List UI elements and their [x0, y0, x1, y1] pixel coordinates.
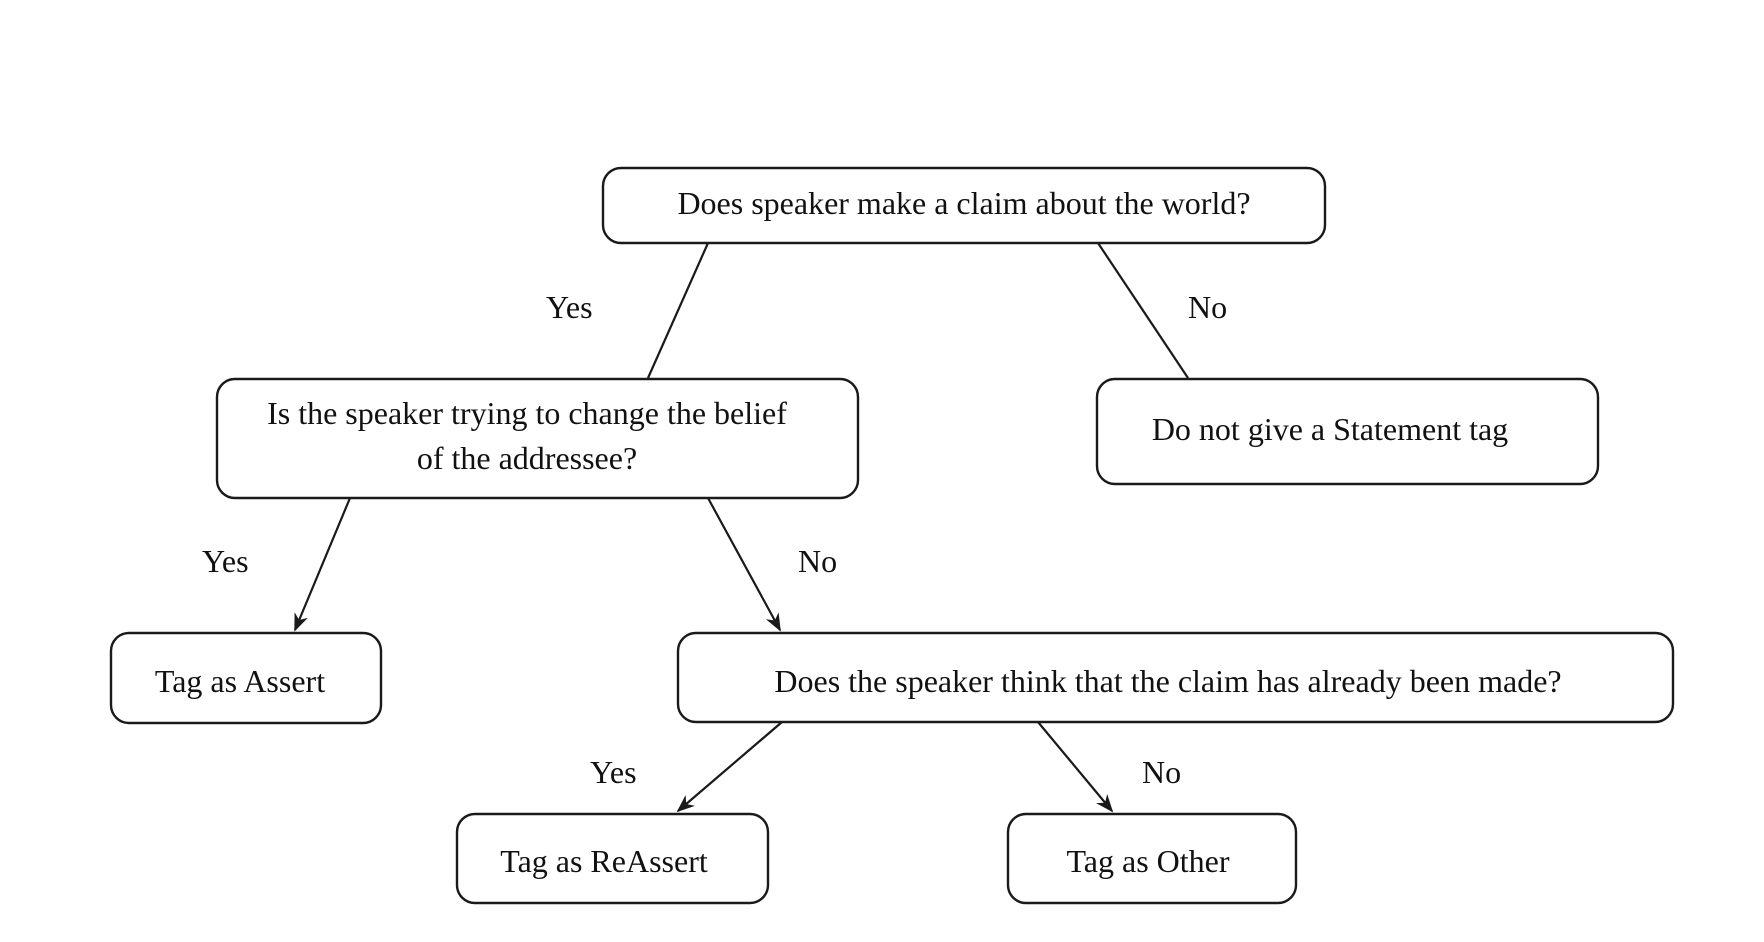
node-already-question: Does the speaker think that the claim ha…: [676, 631, 1675, 724]
edge-already-to-other: [1037, 721, 1114, 813]
edge-already-to-reassert: [676, 721, 783, 813]
node-no-statement: Do not give a Statement tag: [1095, 377, 1600, 486]
node-belief-question-text-line1: Is the speaker trying to change the beli…: [267, 395, 787, 431]
node-tag-assert-text: Tag as Assert: [155, 663, 325, 699]
edge-label-already-yes: Yes: [590, 754, 637, 790]
edge-root-to-no-statement: [1097, 242, 1189, 379]
edge-belief-to-assert: [293, 497, 352, 632]
node-tag-assert: Tag as Assert: [109, 631, 383, 725]
node-tag-other: Tag as Other: [1006, 812, 1298, 905]
node-no-statement-text: Do not give a Statement tag: [1152, 411, 1508, 447]
node-root-question-text: Does speaker make a claim about the worl…: [677, 185, 1250, 221]
edge-label-belief-yes: Yes: [202, 543, 249, 579]
node-root-question: Does speaker make a claim about the worl…: [601, 166, 1327, 245]
edge-label-belief-no: No: [798, 543, 837, 579]
edge-label-root-no: No: [1188, 289, 1227, 325]
node-tag-other-text: Tag as Other: [1066, 843, 1229, 879]
edge-belief-to-already: [707, 497, 781, 632]
node-already-question-text: Does the speaker think that the claim ha…: [774, 663, 1561, 699]
node-tag-reassert-text: Tag as ReAssert: [500, 843, 708, 879]
edge-label-root-yes: Yes: [546, 289, 593, 325]
node-belief-question: Is the speaker trying to change the beli…: [215, 377, 860, 500]
edge-root-to-belief: [646, 242, 710, 379]
edge-label-already-no: No: [1142, 754, 1181, 790]
node-belief-question-text-line2: of the addressee?: [417, 440, 637, 476]
node-tag-reassert: Tag as ReAssert: [455, 812, 770, 905]
